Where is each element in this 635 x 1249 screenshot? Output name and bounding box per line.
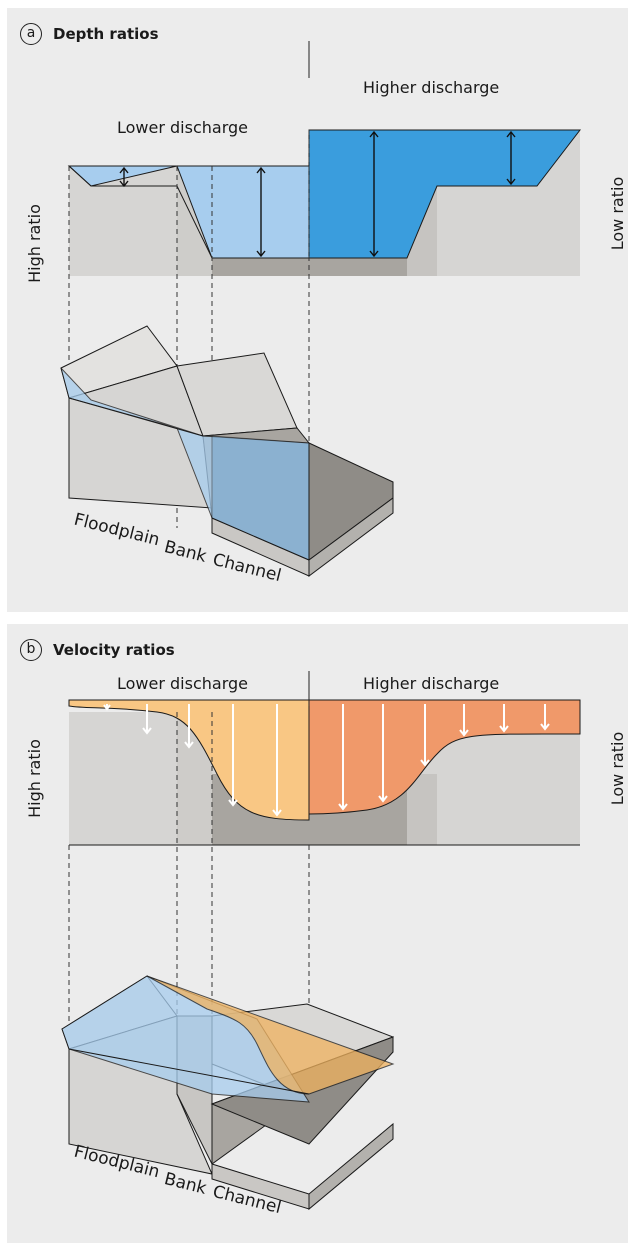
higher-discharge-label-a: Higher discharge — [363, 78, 500, 97]
depth-block-3d — [60, 325, 394, 577]
low-ratio-label-b: Low ratio — [608, 731, 628, 806]
higher-discharge-label-b: Higher discharge — [363, 674, 500, 693]
low-ratio-label-a: Low ratio — [608, 176, 628, 251]
bank-ground-right — [407, 186, 437, 276]
velocity-ratios-diagram — [61, 671, 581, 1211]
floodplain-ground-right — [437, 130, 580, 276]
velocity-block-3d — [61, 975, 395, 1211]
depth-arrow-floodplain-high — [506, 130, 516, 186]
panel-b-badge: b — [20, 639, 42, 661]
lower-discharge-velocity — [68, 699, 310, 821]
lower-discharge-label-b: Lower discharge — [117, 674, 248, 693]
depth-arrow-channel-low — [256, 166, 266, 258]
velocity-ratios-panel: b Velocity ratios Lower discharge Higher… — [7, 624, 628, 1243]
floodplain-ground-left — [69, 166, 212, 276]
channel-ground-left — [212, 258, 309, 276]
higher-discharge-velocity — [308, 699, 581, 815]
high-ratio-label-a: High ratio — [24, 204, 44, 283]
velocity-arrows — [103, 704, 550, 817]
depth-arrow-channel-high — [369, 130, 379, 258]
depth-arrow-floodplain-low — [119, 166, 129, 188]
panel-a-badge: a — [20, 23, 42, 45]
depth-ratios-panel: a Depth ratios Lower discharge Higher di… — [7, 8, 628, 612]
channel-ground-right — [309, 258, 407, 276]
high-ratio-label-b: High ratio — [24, 739, 44, 818]
panel-b-title: Velocity ratios — [53, 641, 175, 659]
panel-a-title: Depth ratios — [53, 25, 159, 43]
lower-discharge-label-a: Lower discharge — [117, 118, 248, 137]
depth-ratios-diagram — [60, 41, 582, 577]
